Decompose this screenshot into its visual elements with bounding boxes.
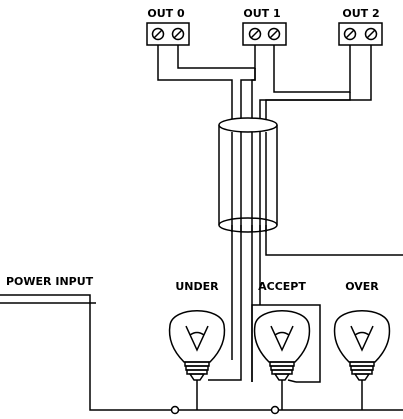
cable-inner-wires: [231, 132, 267, 232]
terminal-block-out2: [338, 22, 383, 46]
under-lamp-icon: [168, 310, 226, 410]
accept-lamp-icon: [253, 310, 311, 410]
out2-label: OUT 2: [342, 7, 379, 20]
out0-label: OUT 0: [147, 7, 185, 20]
lamp-return-wires: [251, 304, 321, 383]
out1-label: OUT 1: [243, 7, 280, 20]
over-lamp-icon: [333, 310, 391, 410]
terminal-block-out1: [242, 22, 287, 46]
junction-node: [270, 405, 280, 415]
junction-node: [170, 405, 180, 415]
accept-label: ACCEPT: [258, 280, 306, 293]
power-input-wire: [0, 294, 403, 411]
under-label: UNDER: [175, 280, 219, 293]
terminal-block-out0: [146, 22, 190, 46]
terminal-wires: [157, 45, 403, 382]
shielded-cable: [218, 117, 278, 233]
power-input-label: POWER INPUT: [6, 275, 94, 288]
over-label: OVER: [345, 280, 379, 293]
